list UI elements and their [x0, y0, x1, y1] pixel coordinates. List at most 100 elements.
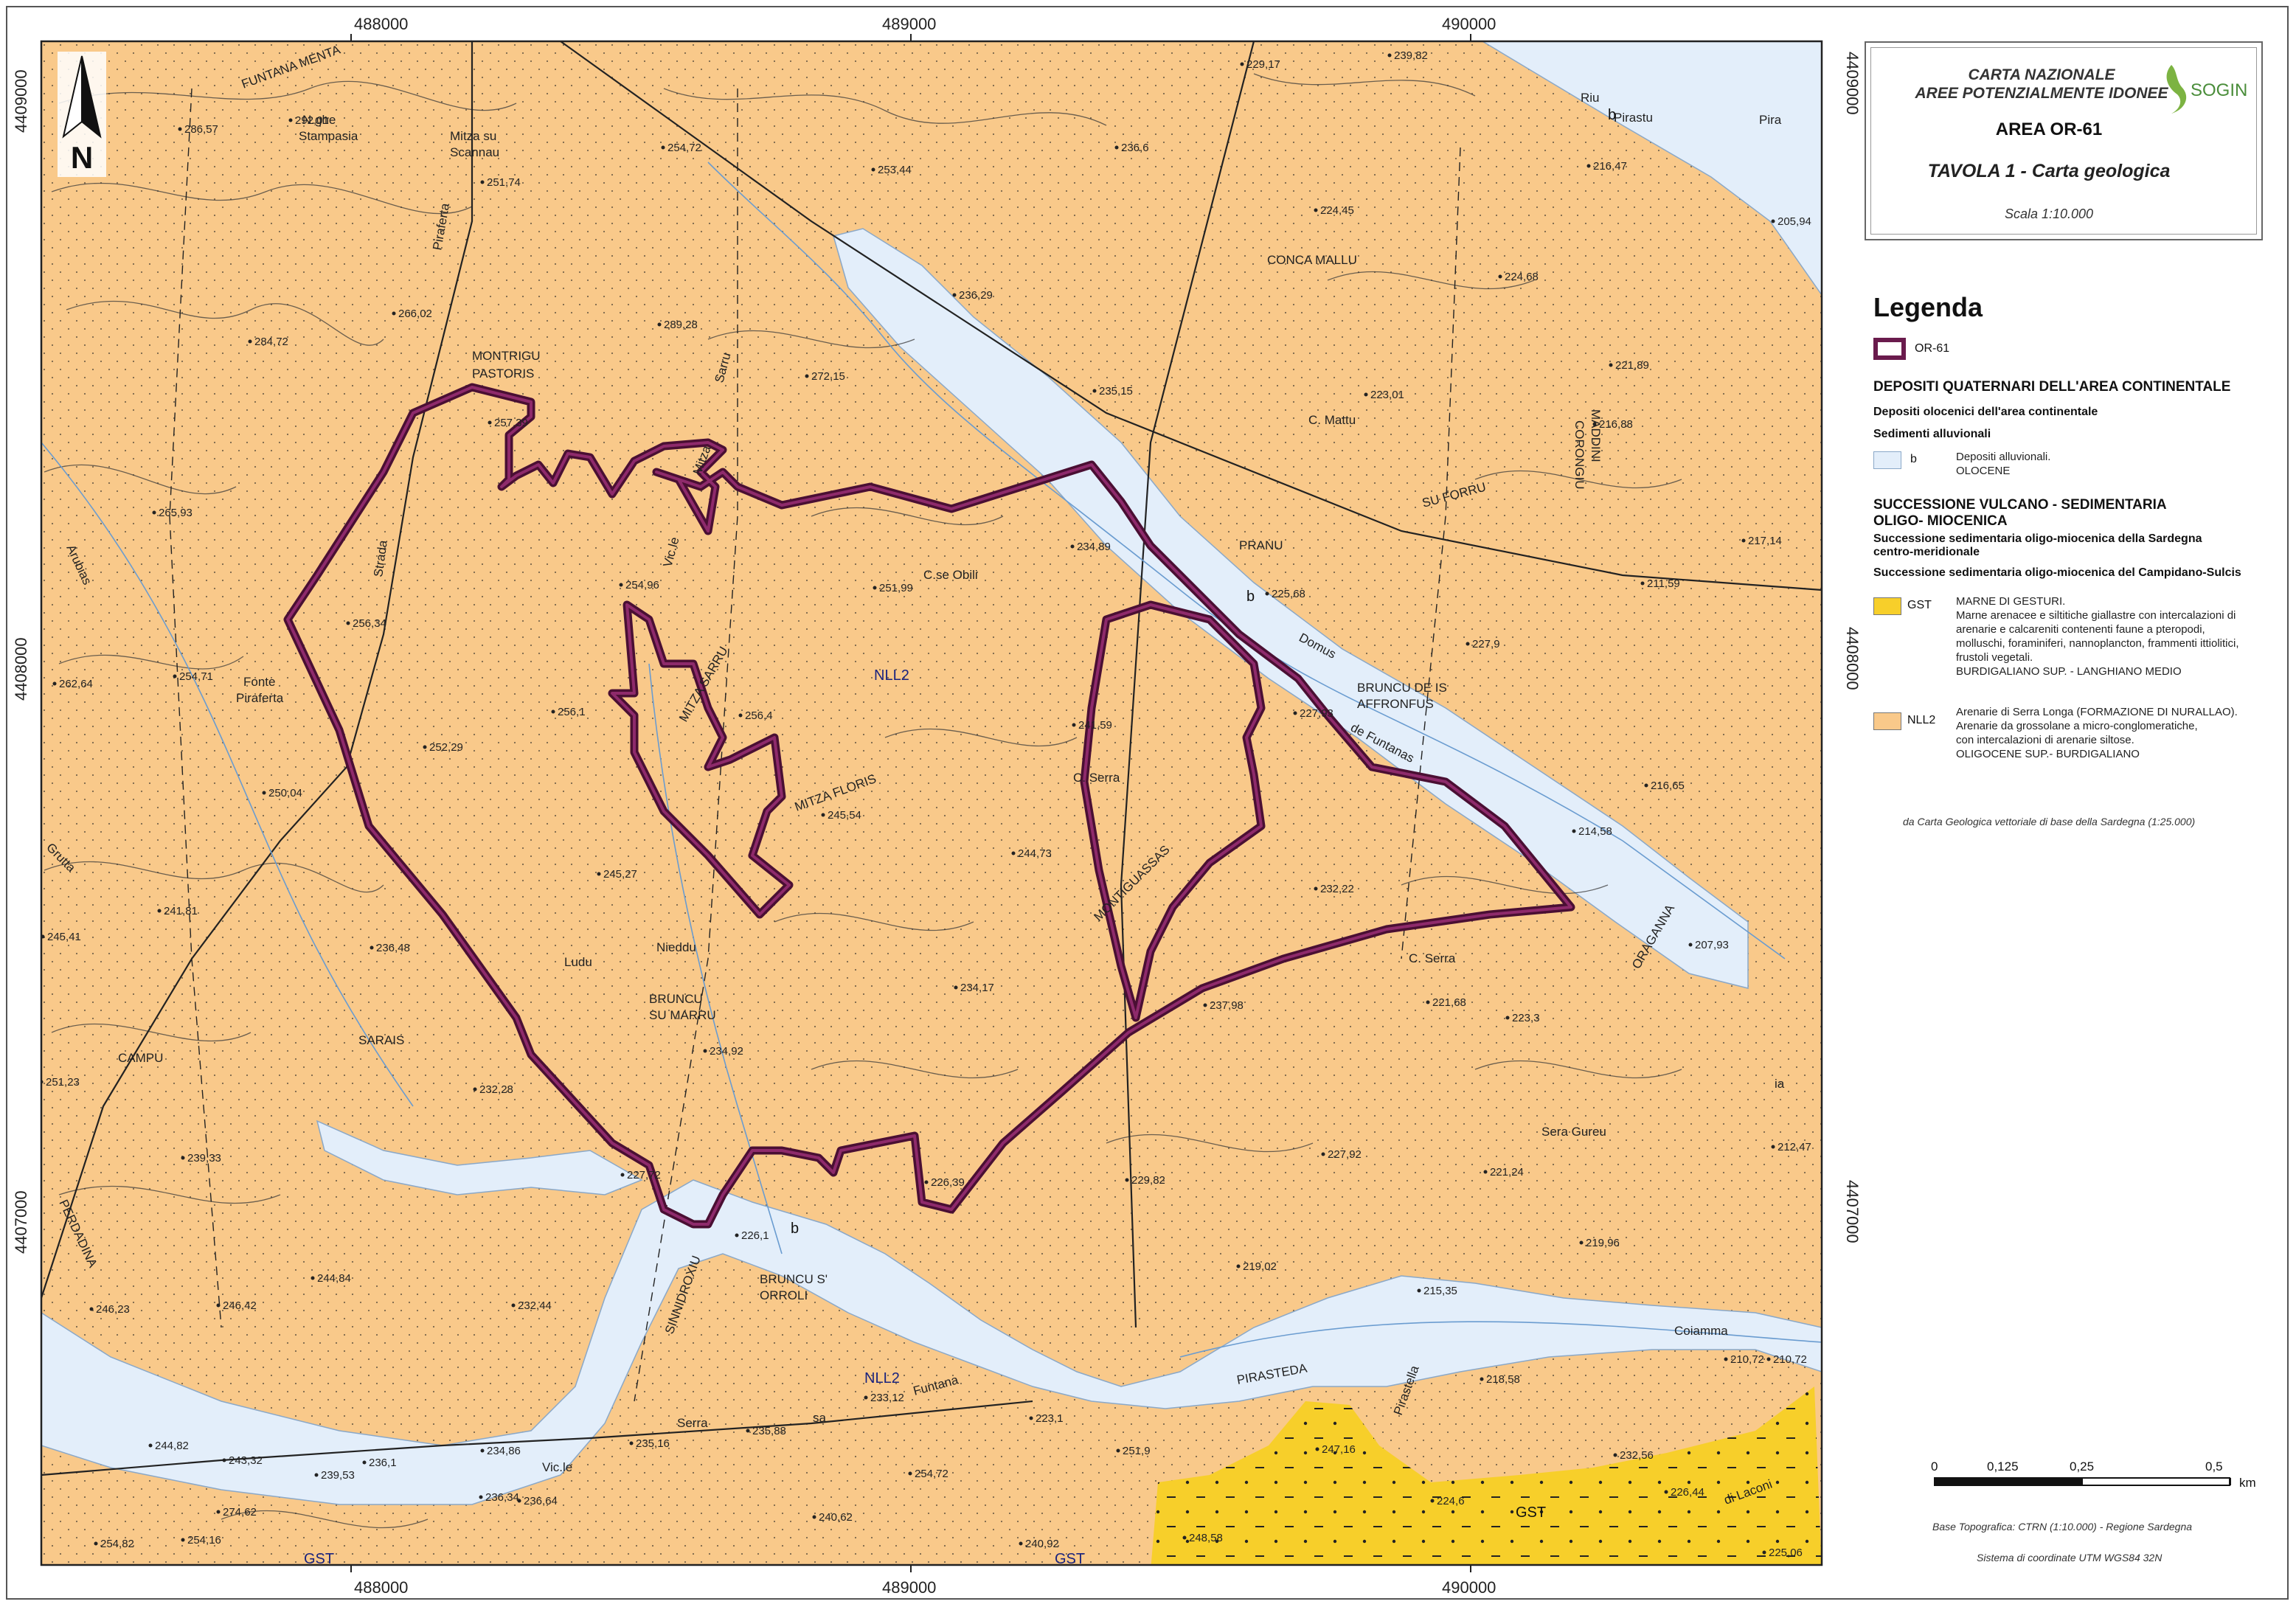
elevation-point [89, 1307, 94, 1311]
elevation-label: 292,01 [295, 114, 329, 127]
north-arrow[interactable]: N [58, 52, 106, 177]
elevation-point [511, 1303, 516, 1308]
elevation-label: 257,39 [494, 417, 528, 429]
elevation-point [1762, 1550, 1766, 1555]
elevation-point [1203, 1003, 1207, 1007]
elevation-point [314, 1473, 319, 1477]
svg-text:4407000: 4407000 [12, 1190, 30, 1254]
svg-text:4409000: 4409000 [12, 69, 30, 133]
svg-text:C.se Obili: C.se Obili [923, 568, 978, 582]
elevation-point [1586, 164, 1591, 168]
elevation-label: 221,89 [1615, 359, 1649, 372]
elevation-point [480, 1448, 485, 1453]
svg-text:0,5: 0,5 [2205, 1460, 2223, 1474]
elevation-point [423, 745, 427, 749]
elevation-point [1483, 1170, 1488, 1174]
svg-text:Piraferta: Piraferta [236, 691, 284, 705]
svg-text:ORROLI: ORROLI [760, 1288, 808, 1302]
source-note: da Carta Geologica vettoriale di base de… [1903, 816, 2196, 827]
elevation-point [1579, 1240, 1584, 1245]
elevation-label: 227,9 [1472, 638, 1500, 650]
elevation-label: 219,02 [1243, 1260, 1277, 1273]
area-title: AREA OR-61 [1995, 119, 2103, 139]
elevation-label: 254,96 [625, 579, 659, 591]
elevation-point [954, 985, 958, 990]
svg-text:C. Mattu: C. Mattu [1308, 413, 1356, 427]
svg-text:km: km [2239, 1476, 2256, 1490]
elevation-label: 226,44 [1671, 1486, 1704, 1499]
legend-section-volcano-sedimentary: SUCCESSIONE VULCANO - SEDIMENTARIA [1873, 497, 2167, 513]
elevation-point [1480, 1377, 1484, 1381]
svg-text:0: 0 [1931, 1460, 1938, 1474]
elevation-point [392, 311, 396, 316]
spot-elevations: 286,57292,01251,74254,72253,44236,6229,1… [41, 49, 1811, 1559]
elevation-label: 225,06 [1769, 1547, 1803, 1559]
title-block: CARTA NAZIONALE AREE POTENZIALMENTE IDON… [1865, 41, 2263, 240]
elevation-label: 235,16 [636, 1437, 670, 1450]
elevation-point [1771, 219, 1775, 223]
svg-text:Nieddu: Nieddu [656, 940, 696, 954]
elevation-label: 239,82 [1394, 49, 1428, 62]
elevation-label: 256,1 [558, 706, 586, 718]
elevation-label: 236,48 [376, 942, 410, 954]
elevation-label: 214,58 [1578, 825, 1612, 838]
elevation-point [362, 1460, 367, 1465]
elevation-label: 266,02 [398, 308, 432, 320]
elevation-label: 224,6 [1437, 1495, 1465, 1507]
elevation-point [1029, 1416, 1033, 1420]
elevation-point [1766, 1357, 1771, 1361]
elevation-point [262, 791, 266, 795]
elevation-point [1315, 1447, 1319, 1451]
elevation-label: 246,42 [223, 1299, 257, 1312]
elevation-label: 243,32 [229, 1454, 263, 1467]
elevation-label: 256,4 [745, 709, 773, 722]
legend-item-b: b Depositi alluvionali. OLOCENE [1873, 448, 2279, 493]
elevation-label: 251,9 [1123, 1445, 1151, 1457]
elevation-label: 216,88 [1599, 418, 1633, 431]
svg-text:N: N [71, 140, 93, 175]
elevation-label: 247,16 [1322, 1443, 1356, 1456]
elevation-point [1498, 274, 1502, 279]
svg-text:BRUNCU: BRUNCU [649, 992, 703, 1006]
elevation-label: 265,93 [159, 507, 193, 519]
svg-text:0,25: 0,25 [2070, 1460, 2094, 1474]
scale-bar: 0 0,125 0,25 0,5 km [1931, 1460, 2256, 1490]
elevation-label: 241,81 [164, 905, 198, 917]
elevation-label: 240,62 [819, 1511, 853, 1524]
elevation-point [1265, 591, 1269, 596]
svg-text:SU MARRU: SU MARRU [649, 1008, 716, 1022]
elevation-label: 210,72 [1773, 1353, 1807, 1366]
elevation-point [216, 1303, 221, 1308]
elevation-label: 223,1 [1036, 1412, 1064, 1425]
tavola-title: TAVOLA 1 - Carta geologica [1927, 161, 2171, 181]
elevation-label: 232,22 [1320, 883, 1354, 895]
elevation-label: 253,44 [878, 164, 912, 176]
elevation-point [346, 621, 350, 625]
svg-text:SARAIS: SARAIS [358, 1033, 404, 1047]
elevation-point [1240, 62, 1244, 66]
elevation-label: 236,1 [369, 1457, 397, 1469]
elevation-label: 205,94 [1778, 215, 1811, 228]
elevation-point [1592, 422, 1597, 426]
svg-text:b: b [791, 1221, 799, 1237]
svg-text:Riu: Riu [1581, 91, 1600, 105]
elevation-label: 223,01 [1370, 389, 1404, 401]
elevation-label: 244,73 [1018, 847, 1052, 860]
elevation-label: 226,39 [931, 1176, 965, 1189]
svg-text:4408000: 4408000 [1843, 627, 1862, 690]
legend-item-gst: GST MARNE DI GESTURI. Marne arenacee e s… [1873, 594, 2279, 698]
elevation-point [479, 1495, 483, 1499]
elevation-point [1116, 1448, 1120, 1453]
svg-text:489000: 489000 [882, 15, 936, 33]
elevation-label: 215,35 [1423, 1285, 1457, 1297]
elevation-label: 229,82 [1131, 1174, 1165, 1187]
svg-text:NLL2: NLL2 [864, 1370, 900, 1386]
svg-text:490000: 490000 [1442, 15, 1496, 33]
elevation-point [181, 1156, 185, 1160]
elevation-point [735, 1233, 739, 1238]
elevation-point [1387, 53, 1392, 58]
elevation-label: 251,74 [487, 176, 521, 189]
elevation-point [288, 118, 293, 122]
elevation-label: 233,12 [870, 1392, 904, 1404]
